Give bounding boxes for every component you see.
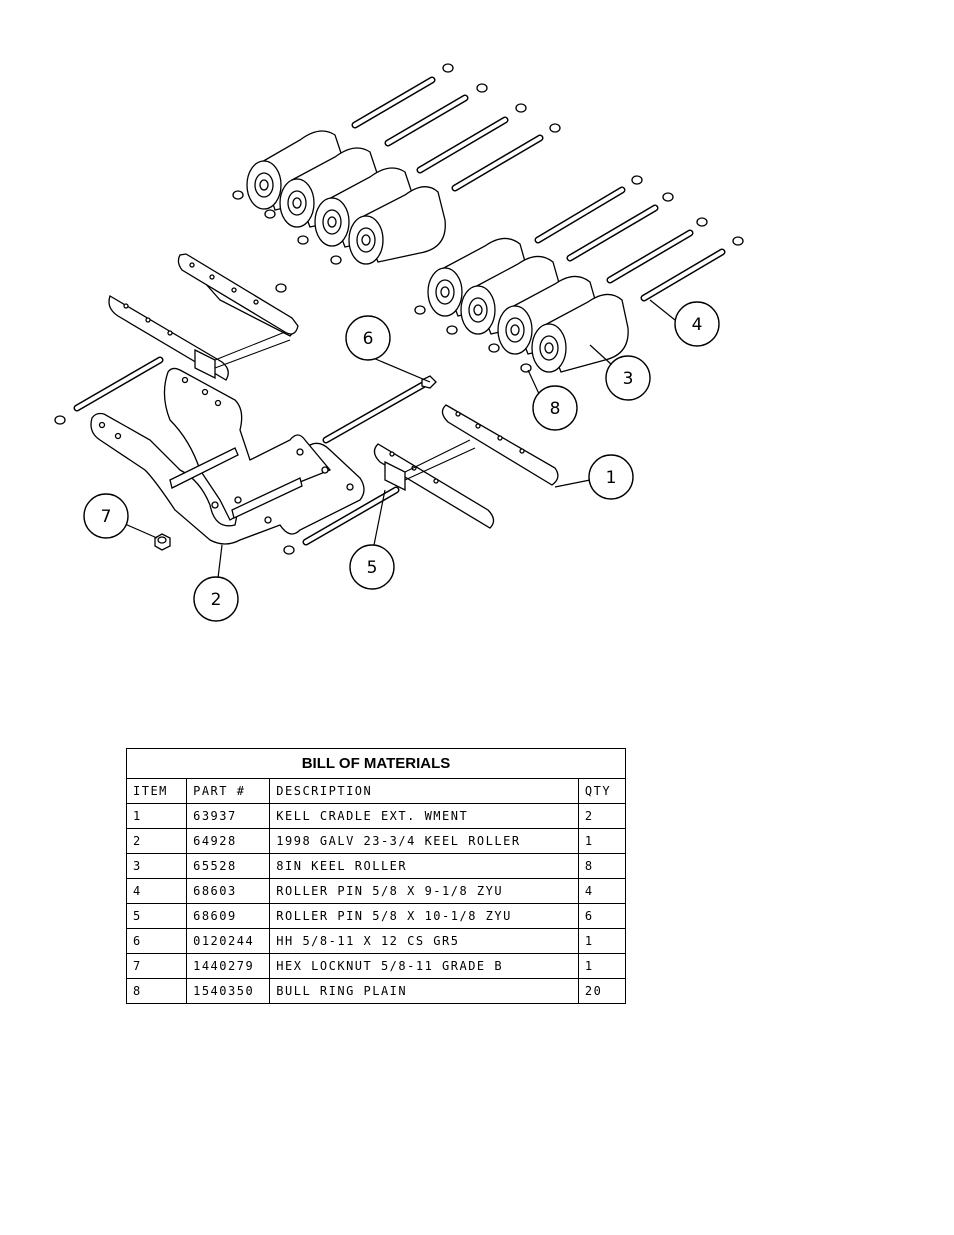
table-row: 6 0120244 HH 5/8-11 X 12 CS GR5 1 [125, 928, 627, 954]
callout-6-label: 6 [363, 329, 374, 349]
upper-roller-pins [351, 76, 544, 192]
description-cell: ROLLER PIN 5/8 X 10-1/8 ZYU [269, 903, 579, 929]
item-cell: 2 [125, 828, 188, 854]
header-item: ITEM [125, 778, 188, 804]
table-row: 2 64928 1998 GALV 23-3/4 KEEL ROLLER 1 [125, 828, 627, 854]
part-number-cell: 63937 [186, 803, 271, 829]
table-row: 5 68609 ROLLER PIN 5/8 X 10-1/8 ZYU 6 [125, 903, 627, 929]
part-number-cell: 1540350 [186, 978, 271, 1004]
cradle-extension-right [373, 404, 559, 529]
table-row: 4 68603 ROLLER PIN 5/8 X 9-1/8 ZYU 4 [125, 878, 627, 904]
table-row: 1 63937 KELL CRADLE EXT. WMENT 2 [125, 803, 627, 829]
description-cell: 1998 GALV 23-3/4 KEEL ROLLER [269, 828, 579, 854]
qty-cell: 4 [577, 878, 627, 904]
table-row: 3 65528 8IN KEEL ROLLER 8 [125, 853, 627, 879]
header-qty: QTY [577, 778, 627, 804]
keel-roller-cradle [90, 367, 365, 555]
qty-cell: 1 [577, 953, 627, 979]
roller-pin [606, 229, 694, 284]
callout-2-label: 2 [211, 590, 222, 610]
callout-3: 3 [605, 355, 651, 401]
qty-cell: 1 [577, 928, 627, 954]
part-number-cell: 68609 [186, 903, 271, 929]
qty-cell: 8 [577, 853, 627, 879]
lower-keel-rollers [427, 237, 629, 373]
description-cell: ROLLER PIN 5/8 X 9-1/8 ZYU [269, 878, 579, 904]
qty-cell: 1 [577, 828, 627, 854]
roller-pin-5 [302, 486, 400, 546]
bom-title: BILL OF MATERIALS [126, 748, 626, 779]
callout-1: 1 [588, 454, 634, 500]
description-cell: 8IN KEEL ROLLER [269, 853, 579, 879]
callout-5-label: 5 [367, 558, 378, 578]
header-part-number: PART # [186, 778, 271, 804]
item-cell: 4 [125, 878, 188, 904]
callout-4: 4 [674, 301, 720, 347]
roller-pin-left [54, 356, 164, 425]
description-cell: BULL RING PLAIN [269, 978, 579, 1004]
callout-7-label: 7 [101, 507, 112, 527]
item-cell: 7 [125, 953, 188, 979]
qty-cell: 6 [577, 903, 627, 929]
roller-pin [640, 248, 726, 302]
bom-header-row: ITEM PART # DESCRIPTION QTY [125, 778, 627, 804]
item-cell: 6 [125, 928, 188, 954]
leader-lines [124, 299, 676, 579]
bill-of-materials-table: BILL OF MATERIALS ITEM PART # DESCRIPTIO… [125, 748, 627, 1004]
hex-head-bolt [322, 375, 437, 444]
roller-pin [566, 204, 659, 262]
callout-8: 8 [532, 385, 578, 431]
keel-roller [348, 186, 446, 265]
description-cell: HH 5/8-11 X 12 CS GR5 [269, 928, 579, 954]
part-number-cell: 1440279 [186, 953, 271, 979]
upper-keel-rollers [246, 130, 446, 265]
callout-8-label: 8 [550, 399, 561, 419]
roller-pin [384, 94, 469, 147]
upper-bull-rings [232, 63, 561, 265]
part-number-cell: 68603 [186, 878, 271, 904]
callout-7: 7 [83, 493, 129, 539]
keel-roller [531, 293, 629, 373]
cradle-extension-left [108, 253, 299, 381]
table-row: 8 1540350 BULL RING PLAIN 20 [125, 978, 627, 1004]
part-number-cell: 64928 [186, 828, 271, 854]
roller-pin [416, 116, 509, 174]
roller-pin [351, 76, 436, 129]
bom-title-row: BILL OF MATERIALS [126, 748, 626, 779]
qty-cell: 2 [577, 803, 627, 829]
item-cell: 1 [125, 803, 188, 829]
callout-4-label: 4 [692, 315, 703, 335]
part-number-cell: 0120244 [186, 928, 271, 954]
description-cell: KELL CRADLE EXT. WMENT [269, 803, 579, 829]
hex-locknut [154, 533, 171, 551]
description-cell: HEX LOCKNUT 5/8-11 GRADE B [269, 953, 579, 979]
table-row: 7 1440279 HEX LOCKNUT 5/8-11 GRADE B 1 [125, 953, 627, 979]
callout-1-label: 1 [606, 468, 617, 488]
item-cell: 3 [125, 853, 188, 879]
callout-3-label: 3 [623, 369, 634, 389]
callout-5: 5 [349, 544, 395, 590]
lower-roller-pins [534, 186, 726, 302]
item-cell: 8 [125, 978, 188, 1004]
callout-6: 6 [345, 315, 391, 361]
keel-roller [497, 275, 600, 355]
item-cell: 5 [125, 903, 188, 929]
roller-pin [451, 134, 544, 192]
header-description: DESCRIPTION [269, 778, 579, 804]
qty-cell: 20 [577, 978, 627, 1004]
part-number-cell: 65528 [186, 853, 271, 879]
exploded-assembly-drawing: 1 2 3 4 5 6 7 8 [54, 63, 744, 622]
roller-pin [534, 186, 626, 244]
callout-2: 2 [193, 576, 239, 622]
